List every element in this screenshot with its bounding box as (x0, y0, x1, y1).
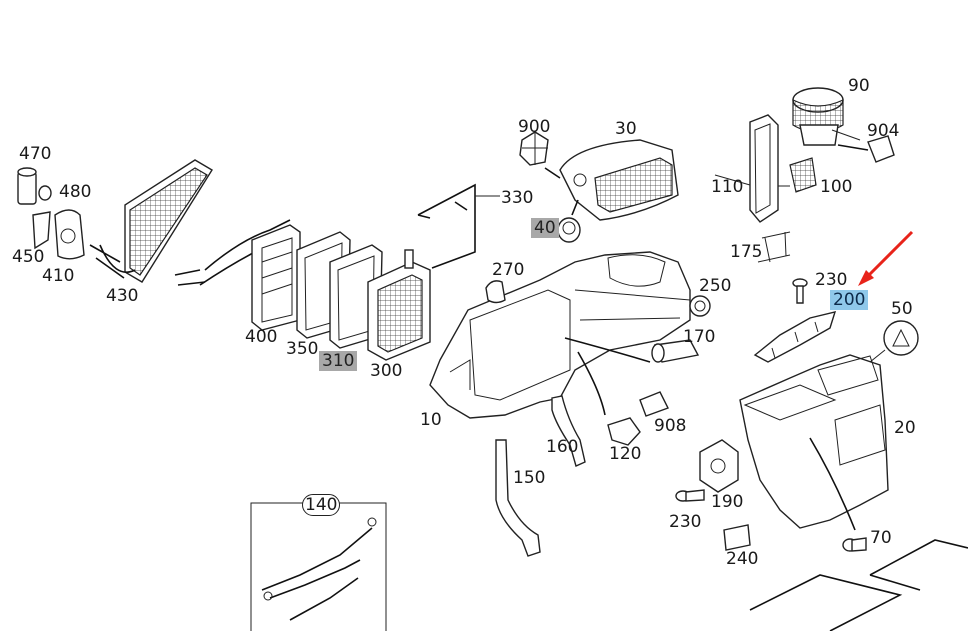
callout-450: 450 (12, 247, 45, 267)
callout-70: 70 (870, 528, 892, 548)
leader-lines (475, 129, 886, 363)
callout-50: 50 (891, 299, 913, 319)
duct-170-part (651, 339, 700, 363)
callout-350: 350 (286, 339, 319, 359)
screw-230-part (792, 278, 808, 304)
drain-tube-150-part (495, 439, 541, 557)
evaporator-part (89, 159, 301, 286)
callout-240: 240 (726, 549, 759, 569)
callout-10: 10 (420, 410, 442, 430)
callout-904: 904 (867, 121, 900, 141)
callout-330: 330 (501, 188, 534, 208)
callout-900: 900 (518, 117, 551, 137)
callout-270: 270 (492, 260, 525, 280)
highlight-arrow-icon (858, 230, 914, 286)
hose-160-part (551, 395, 586, 467)
wiring-harness-140-box (250, 502, 387, 631)
emblem-50-part (883, 320, 919, 356)
callout-310[interactable]: 310 (319, 351, 358, 371)
heater-core-part (251, 224, 301, 331)
fine-filter-part (367, 249, 431, 361)
callout-410: 410 (42, 266, 75, 286)
callout-120: 120 (609, 444, 642, 464)
main-housing-part (429, 251, 691, 419)
callout-230-top: 230 (815, 270, 848, 290)
pad-240-part (723, 524, 751, 551)
callout-190: 190 (711, 492, 744, 512)
callout-300: 300 (370, 361, 403, 381)
callout-160: 160 (546, 437, 579, 457)
callout-400: 400 (245, 327, 278, 347)
bracket-330-part (417, 183, 476, 269)
clip-175-part (757, 231, 791, 263)
callout-470: 470 (19, 144, 52, 164)
packaging-lines (749, 539, 968, 631)
connector-40-part (557, 199, 581, 243)
cables (564, 337, 651, 416)
callout-250: 250 (699, 276, 732, 296)
callout-175: 175 (730, 242, 763, 262)
callout-30: 30 (615, 119, 637, 139)
callout-480: 480 (59, 182, 92, 202)
callout-230-bottom: 230 (669, 512, 702, 532)
blower-housing-part (519, 131, 679, 221)
callout-110: 110 (711, 177, 744, 197)
cap-270-part (485, 280, 506, 304)
callout-90: 90 (848, 76, 870, 96)
callout-430: 430 (106, 286, 139, 306)
callout-40[interactable]: 40 (531, 218, 559, 238)
actuator-190-part (699, 439, 739, 493)
callout-100: 100 (820, 177, 853, 197)
grommet-250-part (689, 295, 711, 317)
callout-140: 140 (302, 494, 341, 516)
callout-20: 20 (894, 418, 916, 438)
blower-motor-90-part (792, 87, 895, 163)
callout-200[interactable]: 200 (830, 290, 869, 310)
expansion-valve-part (17, 167, 85, 260)
screw-70-part (842, 537, 867, 552)
distribution-housing-20-part (739, 354, 889, 531)
screw-230b-part (675, 489, 705, 502)
control-110-part (749, 114, 817, 223)
actuator-120-part (607, 391, 669, 446)
callout-908: 908 (654, 416, 687, 436)
bracket-200-part (753, 311, 837, 363)
callout-150: 150 (513, 468, 546, 488)
callout-170: 170 (683, 327, 716, 347)
